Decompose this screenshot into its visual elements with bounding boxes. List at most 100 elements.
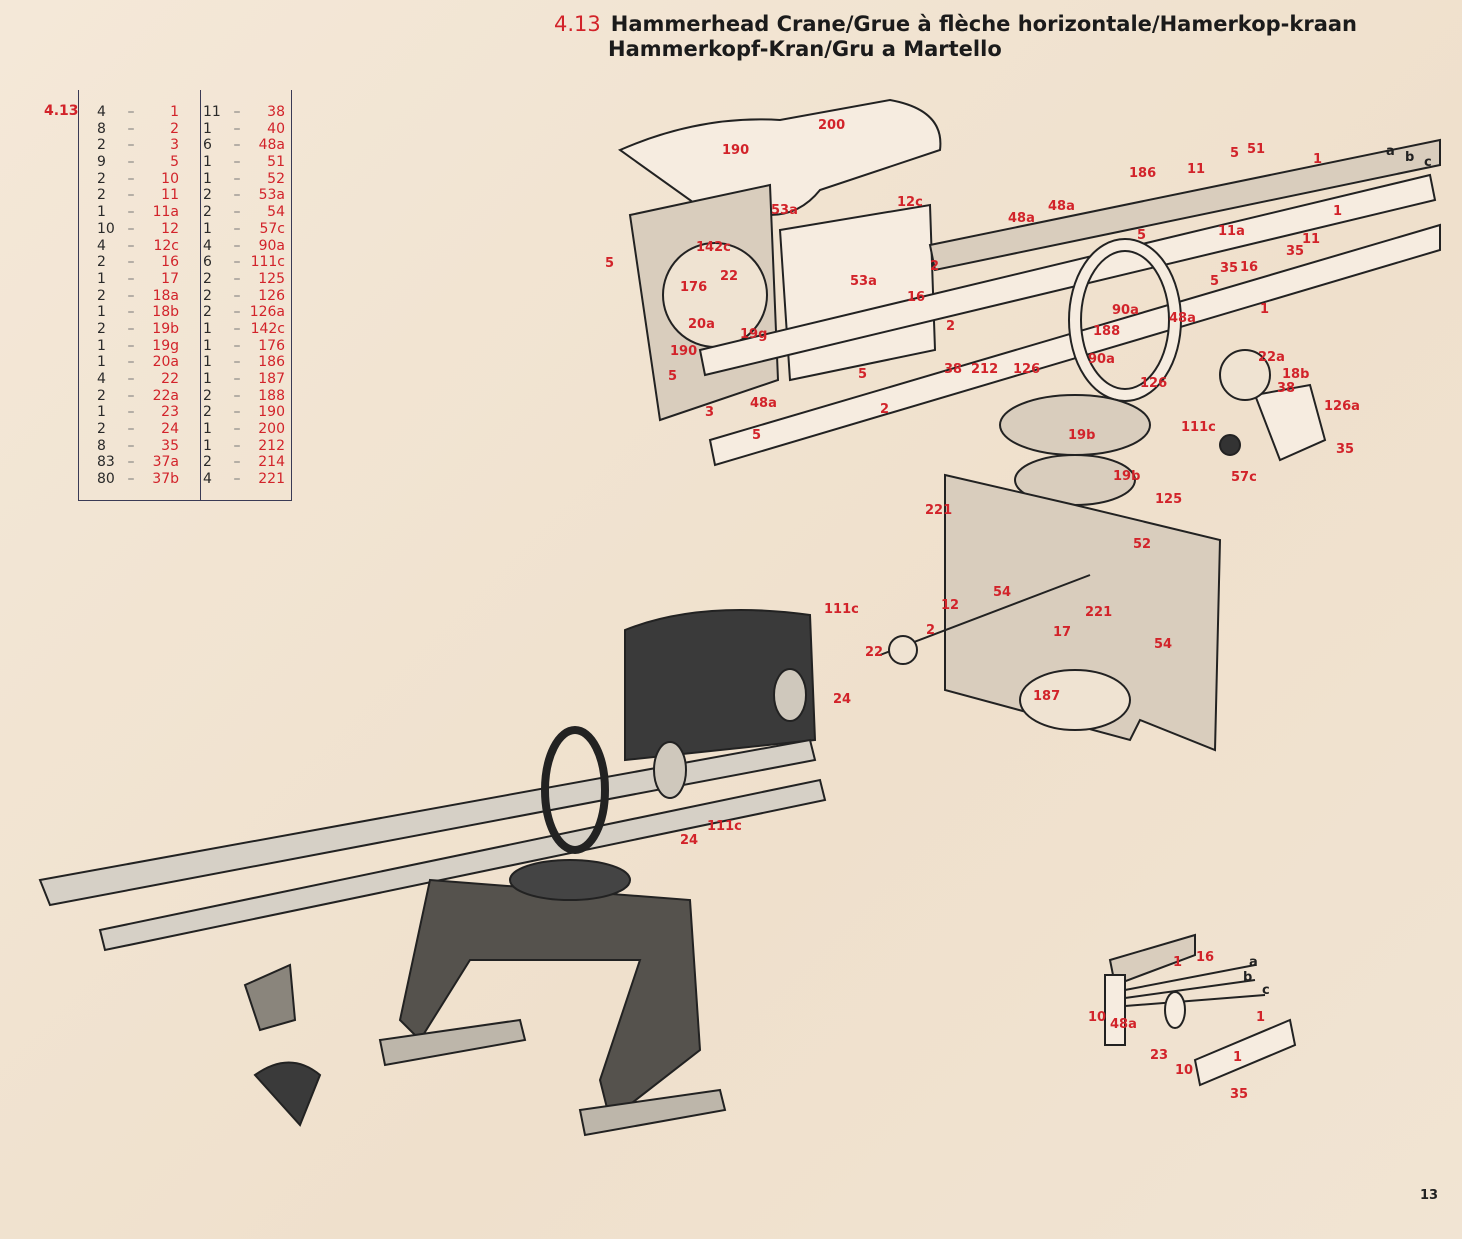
dash: – xyxy=(233,387,241,404)
part-label: 11a xyxy=(1218,224,1245,239)
part-label: 35 xyxy=(1286,244,1305,259)
part-number: 11a xyxy=(152,204,179,221)
part-label: 2 xyxy=(880,402,890,417)
part-label: 11 xyxy=(1302,232,1321,247)
part-label: 24 xyxy=(680,833,699,848)
dash: – xyxy=(233,104,241,120)
part-label: 54 xyxy=(1154,637,1173,652)
part-number: 48a xyxy=(258,137,285,154)
pulley-22 xyxy=(888,635,918,665)
part-label: c xyxy=(1424,155,1432,170)
part-number: 200 xyxy=(258,421,285,438)
part-quantity: 2 xyxy=(203,454,212,471)
part-label: 90a xyxy=(1088,352,1115,367)
part-label: 3 xyxy=(705,405,715,420)
part-number: 18b xyxy=(152,304,179,321)
pulley-22a xyxy=(1219,349,1271,401)
part-label: 19b xyxy=(1113,469,1141,484)
dash: – xyxy=(127,254,135,271)
model-foot-right xyxy=(578,1088,727,1137)
part-quantity: 6 xyxy=(203,137,212,154)
part-quantity: 11 xyxy=(203,104,221,120)
parts-list-row: 1–19g xyxy=(97,338,179,355)
part-number: 40 xyxy=(267,120,285,137)
dash: – xyxy=(127,354,135,371)
dash: – xyxy=(127,170,135,187)
part-number: 126 xyxy=(258,287,285,304)
dash: – xyxy=(233,320,241,337)
part-number: 24 xyxy=(161,421,179,438)
part-label: 1 xyxy=(1173,955,1183,970)
part-label: 1 xyxy=(1313,152,1323,167)
part-number: 221 xyxy=(258,471,285,488)
parts-list-row: 1–18b xyxy=(97,304,179,321)
part-label: 5 xyxy=(668,369,678,384)
part-label: 53a xyxy=(771,203,798,218)
parts-list-row: 2–18a xyxy=(97,288,179,305)
part-label: 5 xyxy=(752,428,762,443)
part-quantity: 2 xyxy=(97,287,106,304)
pulley-block-126a xyxy=(1253,383,1327,462)
part-quantity: 80 xyxy=(97,471,115,488)
parts-list-row: 2–11 xyxy=(97,187,179,204)
dash: – xyxy=(127,120,135,137)
part-label: 38 xyxy=(944,362,963,377)
part-quantity: 1 xyxy=(203,120,212,137)
inset-bracket xyxy=(1104,974,1126,1046)
parts-list-row: 83–37a xyxy=(97,454,179,471)
part-number: 57c xyxy=(259,220,285,237)
dash: – xyxy=(233,471,241,488)
part-label: 48a xyxy=(1008,211,1035,226)
hook-weight xyxy=(1219,434,1241,456)
parts-list-row: 4–1 xyxy=(97,104,179,121)
part-label: 35 xyxy=(1220,261,1239,276)
part-quantity: 2 xyxy=(203,304,212,321)
parts-list-row: 2–125 xyxy=(203,271,285,288)
part-label: 200 xyxy=(818,118,846,133)
part-label: 48a xyxy=(1048,199,1075,214)
part-label: 111c xyxy=(824,602,859,617)
model-jib-lower xyxy=(98,778,827,952)
part-number: 90a xyxy=(258,237,285,254)
part-label: 125 xyxy=(1155,492,1183,507)
part-label: 22a xyxy=(1258,350,1285,365)
part-label: 52 xyxy=(1133,537,1152,552)
parts-list-row: 8–2 xyxy=(97,121,179,138)
dash: – xyxy=(233,337,241,354)
parts-list-row: 2–19b xyxy=(97,321,179,338)
part-quantity: 9 xyxy=(97,154,106,171)
dash: – xyxy=(127,270,135,287)
part-quantity: 1 xyxy=(203,337,212,354)
part-label: 54 xyxy=(993,585,1012,600)
part-label: 186 xyxy=(1129,166,1157,181)
part-label: 19b xyxy=(1068,428,1096,443)
part-label: 17 xyxy=(1053,625,1072,640)
parts-list-row: 9–5 xyxy=(97,154,179,171)
part-label: 38 xyxy=(1277,381,1296,396)
part-quantity: 1 xyxy=(203,320,212,337)
dash: – xyxy=(233,437,241,454)
part-quantity: 1 xyxy=(97,337,106,354)
part-label: 126a xyxy=(1324,399,1360,414)
dash: – xyxy=(233,354,241,371)
part-number: 19g xyxy=(152,337,179,354)
part-label: 2 xyxy=(946,319,956,334)
part-label: 2 xyxy=(930,259,940,274)
part-label: 190 xyxy=(722,143,750,158)
part-label: c xyxy=(1262,983,1270,998)
dash: – xyxy=(233,170,241,187)
part-label: 1 xyxy=(1233,1050,1243,1065)
dash: – xyxy=(127,154,135,171)
part-quantity: 2 xyxy=(203,204,212,221)
part-label: 48a xyxy=(1169,311,1196,326)
part-number: 125 xyxy=(258,270,285,287)
parts-list-row: 2–24 xyxy=(97,421,179,438)
parts-list-row: 4–90a xyxy=(203,238,285,255)
part-label: b xyxy=(1405,150,1415,165)
part-quantity: 6 xyxy=(203,254,212,271)
parts-list-row: 1–40 xyxy=(203,121,285,138)
part-label: 2 xyxy=(926,623,936,638)
part-label: 1 xyxy=(1256,1010,1266,1025)
part-label: a xyxy=(1249,955,1258,970)
